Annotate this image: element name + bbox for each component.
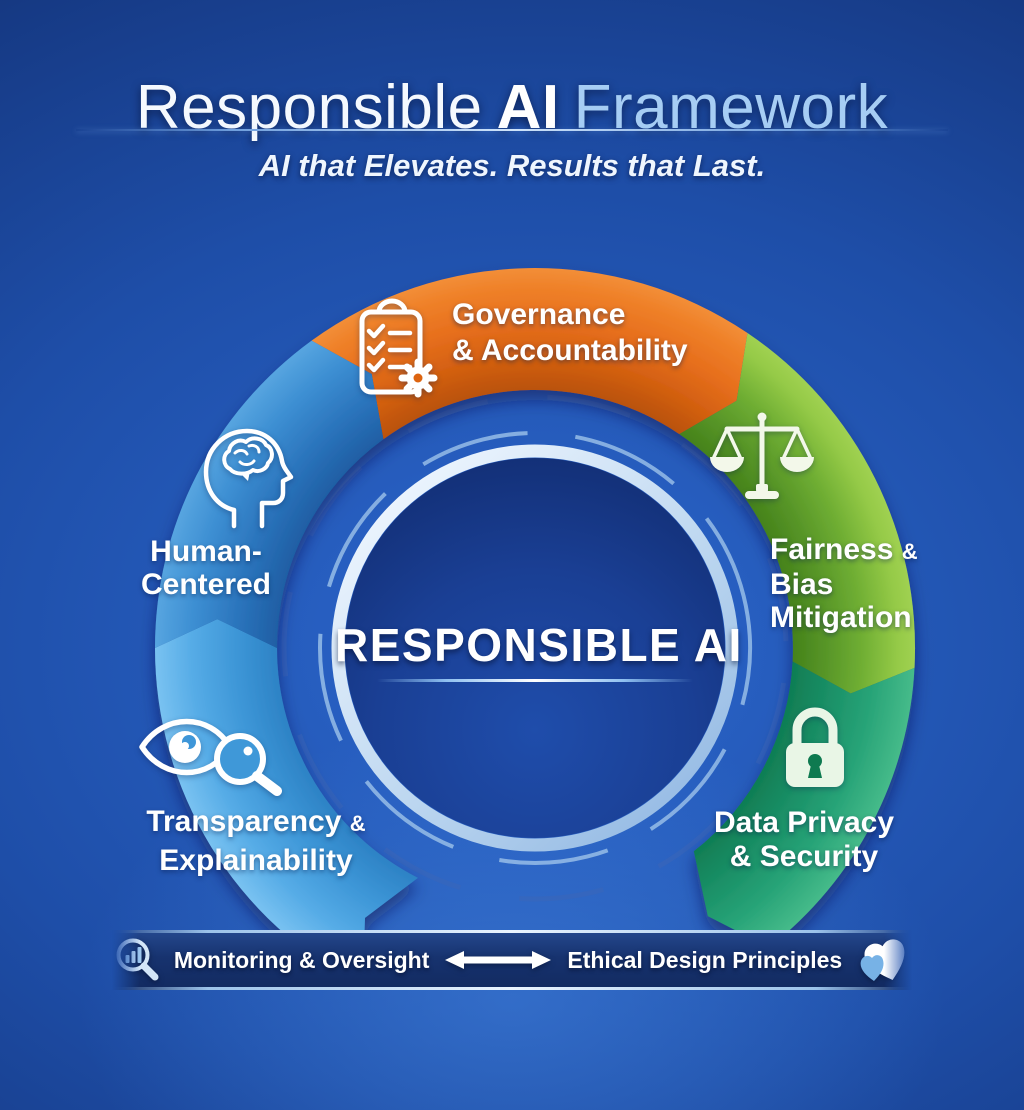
fairness-line1: Fairness [770,533,894,566]
fairness-amp: & [901,539,918,564]
scales-icon [710,412,814,499]
inner-dashed-ring [318,431,752,865]
segment-label-fairness: Fairness & Bias Mitigation [770,533,918,634]
footer-label-monitoring: Monitoring & Oversight [173,946,430,973]
eye-magnifier-icon [139,718,282,796]
lock-icon [786,707,844,787]
transparency-line1: Transparency [146,805,342,838]
ring-segment-data-privacy-security [693,661,915,948]
ring-segment-governance [311,268,748,440]
tagline: AI that Elevates. Results that Last. [258,148,766,183]
transparency-line2: Explainability [159,844,353,877]
human-centered-line1: Human- [150,535,262,568]
ring-segments [155,268,916,985]
transparency-amp: & [349,811,366,836]
double-arrow-icon [445,951,552,969]
outer-dashed-ring [281,394,789,902]
ring-segment-fairness-bias-mitigation [679,333,916,694]
title-divider [76,129,948,131]
center-underline [377,679,693,682]
segment-label-governance: Governance & Accountability [452,297,688,369]
footer-bar: Monitoring & Oversight Ethical Design Pr… [112,930,912,990]
ring-segment-human-centered [155,340,384,648]
magnifier-icon [214,733,282,796]
segment-label-human-centered: Human- Centered [106,535,306,601]
monitoring-magnifier-icon [116,938,159,981]
governance-line2: & Accountability [452,334,688,367]
governance-line1: Governance [452,298,626,331]
data-privacy-line1: Data Privacy [713,806,895,839]
data-privacy-line2: & Security [729,840,879,873]
human-centered-line2: Centered [140,568,272,601]
framework-ring-diagram [155,268,916,985]
clipboard-checklist-icon [359,298,438,398]
segment-label-transparency: Transparency & Explainability [121,803,391,879]
center-circle [345,458,725,838]
head-brain-icon [203,428,294,529]
segment-label-data-privacy: Data Privacy & Security [689,806,919,874]
footer-label-ethical: Ethical Design Principles [567,946,843,973]
gear-icon [398,358,438,398]
fairness-line3: Mitigation [770,601,912,634]
center-circle-ring [331,444,739,852]
dual-hearts-icon [860,939,905,981]
center-label: RESPONSIBLE AI [335,619,743,671]
fairness-line2: Bias [770,568,834,601]
ring-segment-transparency-explainability [155,619,418,985]
